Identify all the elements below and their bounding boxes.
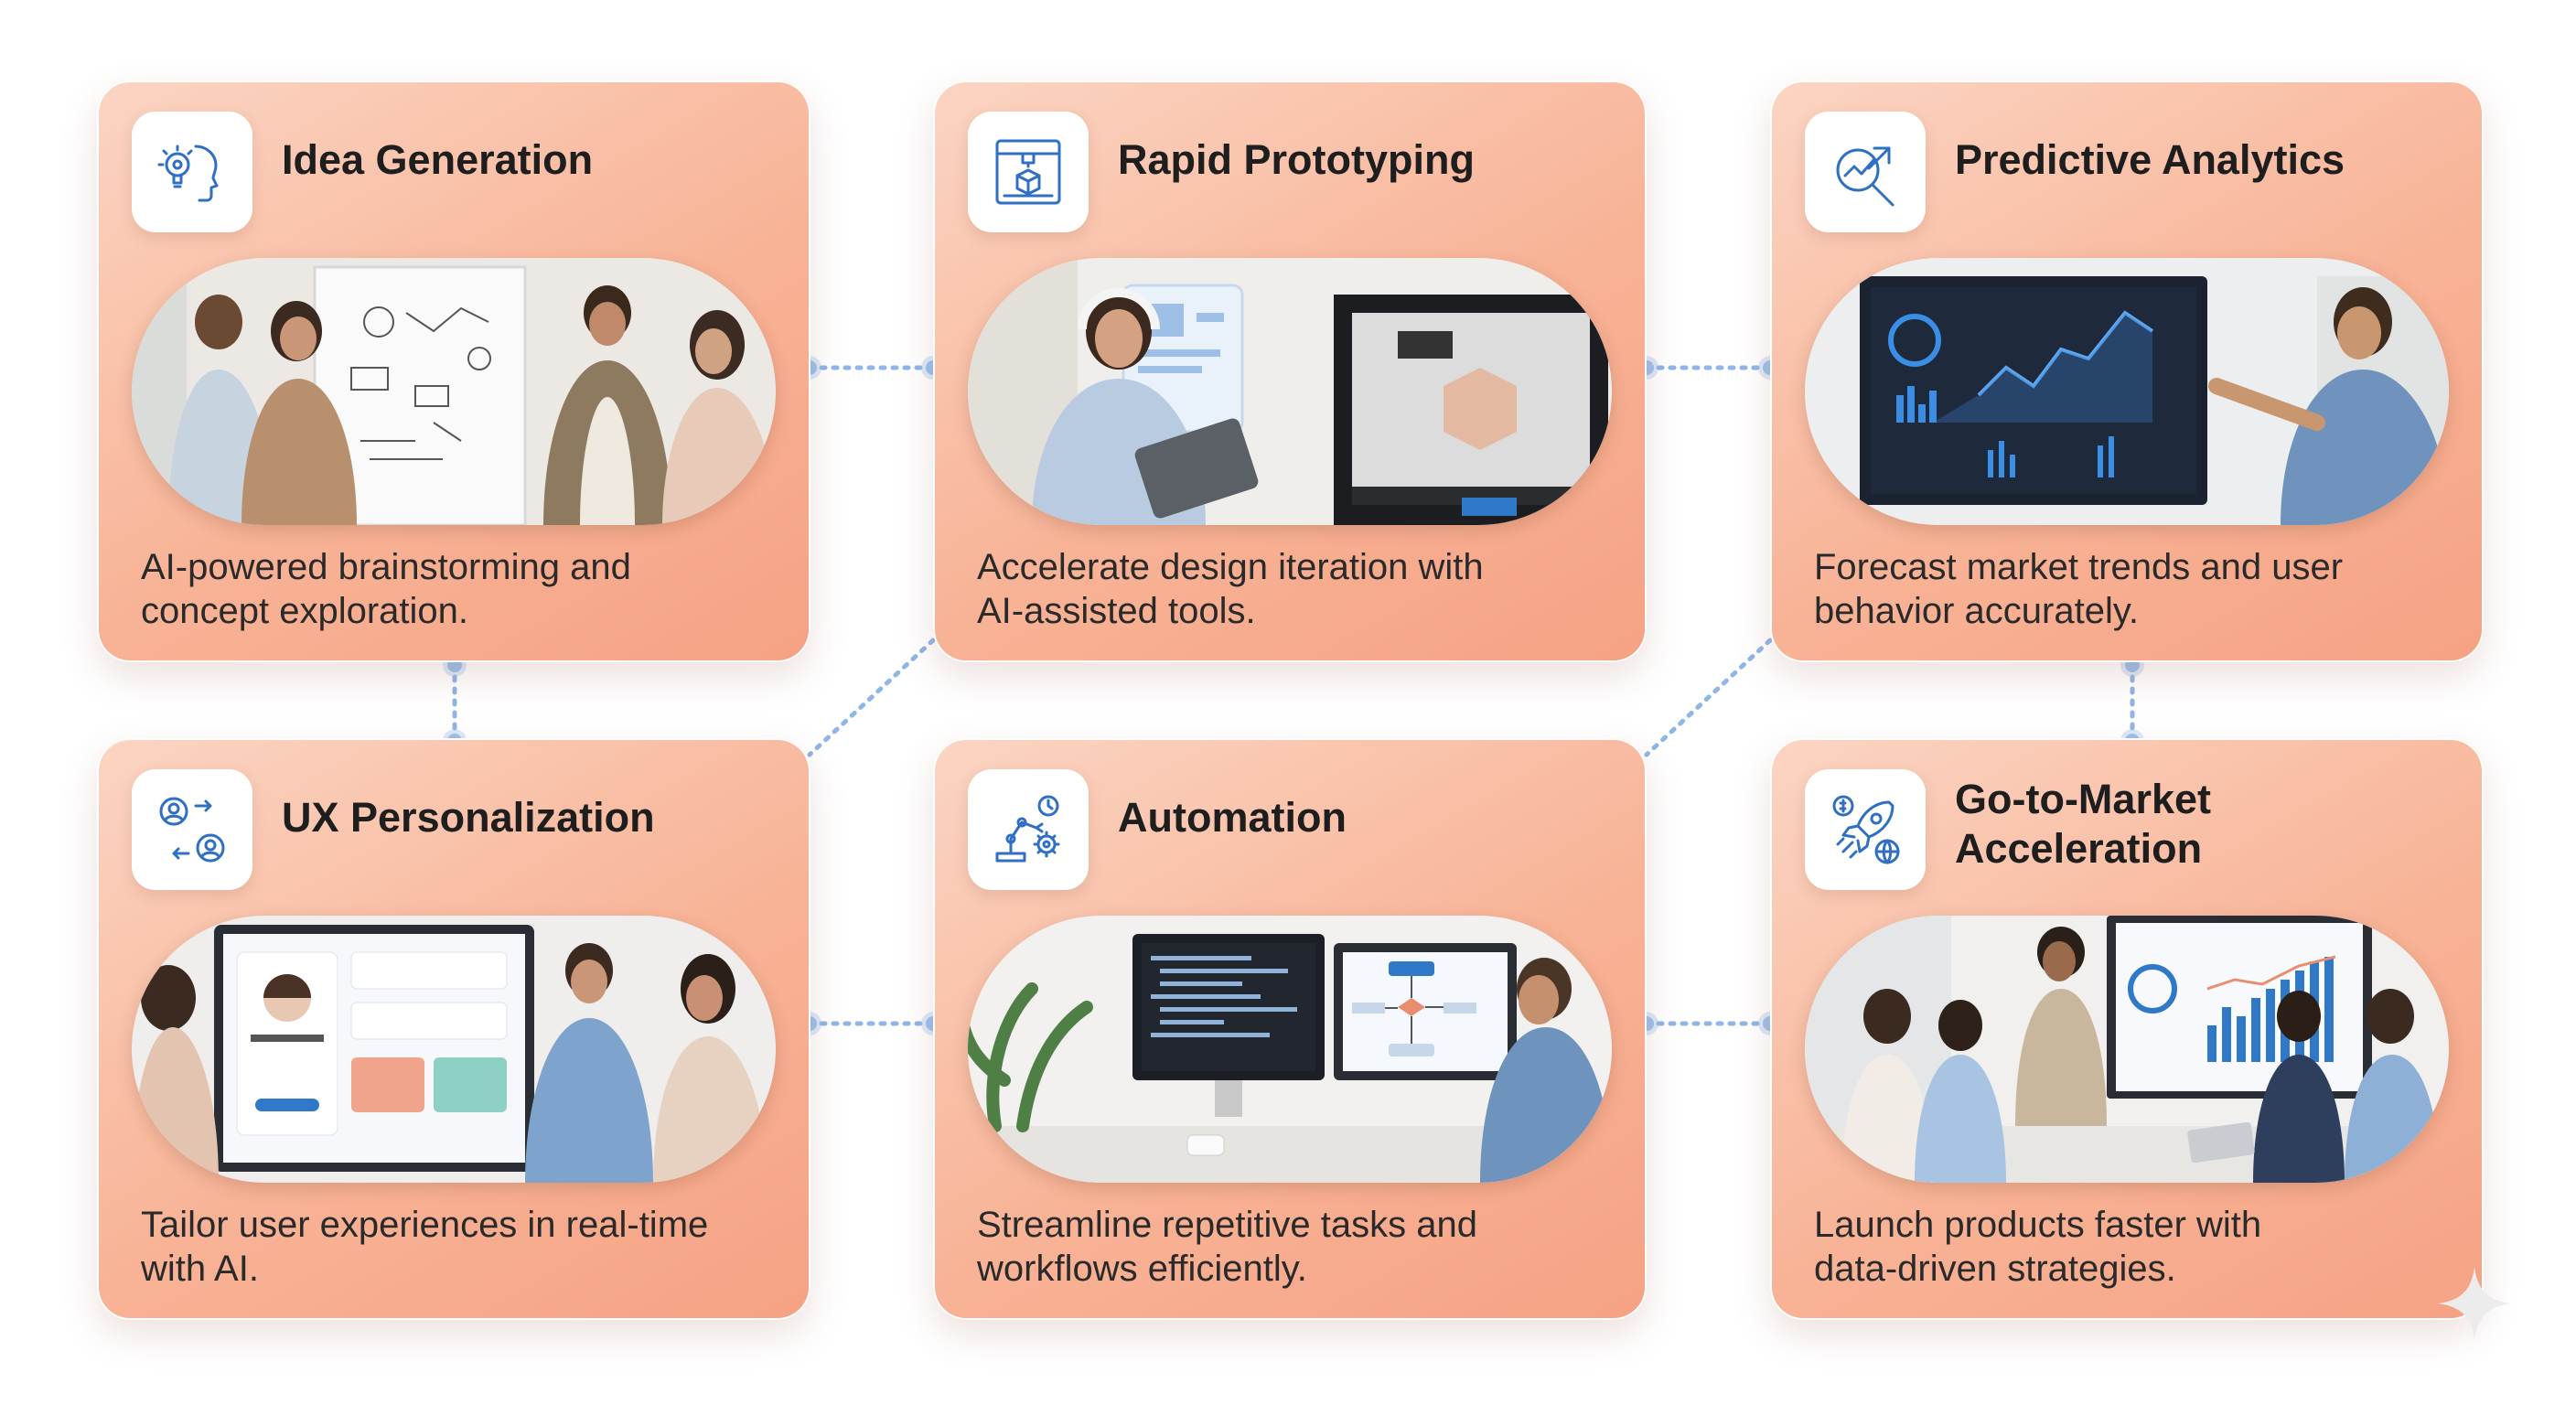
card-title: Idea Generation: [282, 136, 594, 183]
card-title: Predictive Analytics: [1955, 136, 2345, 183]
users-sync-icon: [132, 769, 252, 890]
card-description: Tailor user experiences in real-time wit…: [141, 1203, 774, 1291]
description-line-2: data-driven strategies.: [1814, 1249, 2176, 1289]
brain-lightbulb-icon: [132, 112, 252, 232]
photo-team-brainstorming: [132, 258, 776, 525]
robot-arm-gear-icon: [968, 769, 1089, 890]
description-line-2: behavior accurately.: [1814, 591, 2139, 631]
card-description: Streamline repetitive tasks and workflow…: [977, 1203, 1610, 1291]
card-description: Forecast market trends and user behavior…: [1814, 545, 2447, 633]
photo-designer-3d-printer: [968, 258, 1612, 525]
description-line-1: Accelerate design iteration with: [977, 547, 1484, 587]
chart-magnifier-icon: [1805, 112, 1926, 232]
photo-campaign-launch: [1805, 916, 2449, 1183]
description-line-2: concept exploration.: [141, 591, 469, 631]
description-line-1: Streamline repetitive tasks and: [977, 1205, 1477, 1245]
card-go-to-market: Go-to-Market Acceleration Laun: [1770, 738, 2484, 1320]
sparkle-icon: [2438, 1267, 2511, 1340]
card-rapid-prototyping: Rapid Prototyping Accelerate design iter…: [933, 80, 1647, 662]
card-predictive-analytics: Predictive Analytics Forecast market tre…: [1770, 80, 2484, 662]
description-line-1: Tailor user experiences in real-time: [141, 1205, 709, 1245]
title-line-2: Acceleration: [1955, 825, 2203, 872]
description-line-1: AI-powered brainstorming and: [141, 547, 631, 587]
description-line-1: Forecast market trends and user: [1814, 547, 2344, 587]
card-title: Rapid Prototyping: [1118, 136, 1475, 183]
rocket-globe-icon: [1805, 769, 1926, 890]
description-line-2: AI-assisted tools.: [977, 591, 1256, 631]
card-ux-personalization: UX Personalization Tailor user experi: [97, 738, 810, 1320]
card-idea-generation: Idea Generation AI-powered brai: [97, 80, 810, 662]
card-title: Go-to-Market Acceleration: [1955, 775, 2456, 874]
photo-personalized-ui: [132, 916, 776, 1183]
description-line-2: with AI.: [141, 1249, 259, 1289]
card-title: Automation: [1118, 794, 1347, 841]
3d-printer-icon: [968, 112, 1089, 232]
description-line-1: Launch products faster with: [1814, 1205, 2262, 1245]
title-line-1: Go-to-Market: [1955, 776, 2211, 822]
photo-analyst-dashboard: [1805, 258, 2449, 525]
description-line-2: workflows efficiently.: [977, 1249, 1307, 1289]
card-automation: Automation Streamline repetitive tasks a…: [933, 738, 1647, 1320]
card-description: Accelerate design iteration with AI-assi…: [977, 545, 1610, 633]
photo-developer-workflow: [968, 916, 1612, 1183]
card-description: AI-powered brainstorming and concept exp…: [141, 545, 774, 633]
card-description: Launch products faster with data-driven …: [1814, 1203, 2447, 1291]
card-title: UX Personalization: [282, 794, 655, 841]
